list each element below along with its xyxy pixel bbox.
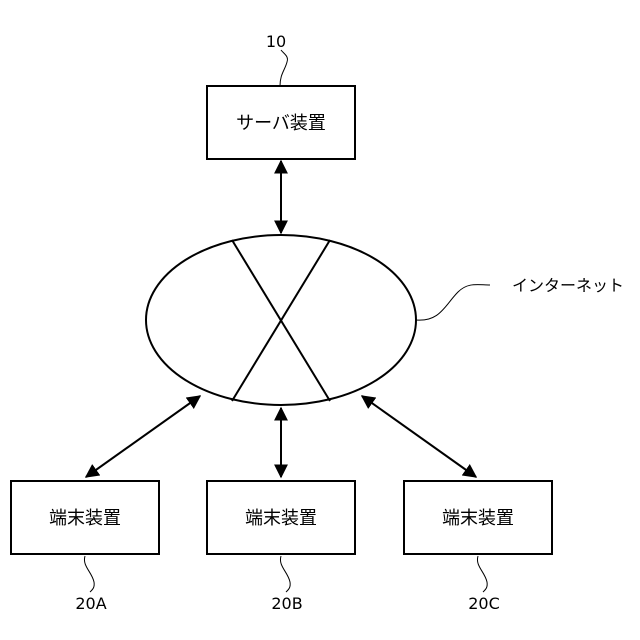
terminal-a-label: 端末装置	[49, 508, 121, 529]
terminal-a-ref-leader	[84, 556, 94, 592]
server-label: サーバ装置	[236, 113, 326, 134]
terminal-a-node: 端末装置	[11, 481, 159, 554]
terminal-c-label: 端末装置	[442, 508, 514, 529]
terminal-a-ref: 20A	[75, 594, 106, 613]
server-ref: 10	[266, 32, 286, 51]
server-node: サーバ装置	[207, 86, 355, 159]
terminal-c-ref: 20C	[468, 594, 500, 613]
terminal-b-node: 端末装置	[207, 481, 355, 554]
terminal-b-label: 端末装置	[245, 508, 317, 529]
internet-ref-leader	[416, 285, 490, 321]
internet-node	[146, 235, 416, 405]
terminal-c-ref-leader	[477, 556, 487, 592]
terminal-c-node: 端末装置	[404, 481, 552, 554]
terminal-c-link	[362, 396, 476, 477]
internet-label: インターネット	[512, 276, 624, 295]
terminal-b-ref-leader	[280, 556, 290, 592]
terminal-b-ref: 20B	[271, 594, 302, 613]
server-ref-leader	[280, 50, 287, 86]
terminal-a-link	[86, 396, 200, 477]
